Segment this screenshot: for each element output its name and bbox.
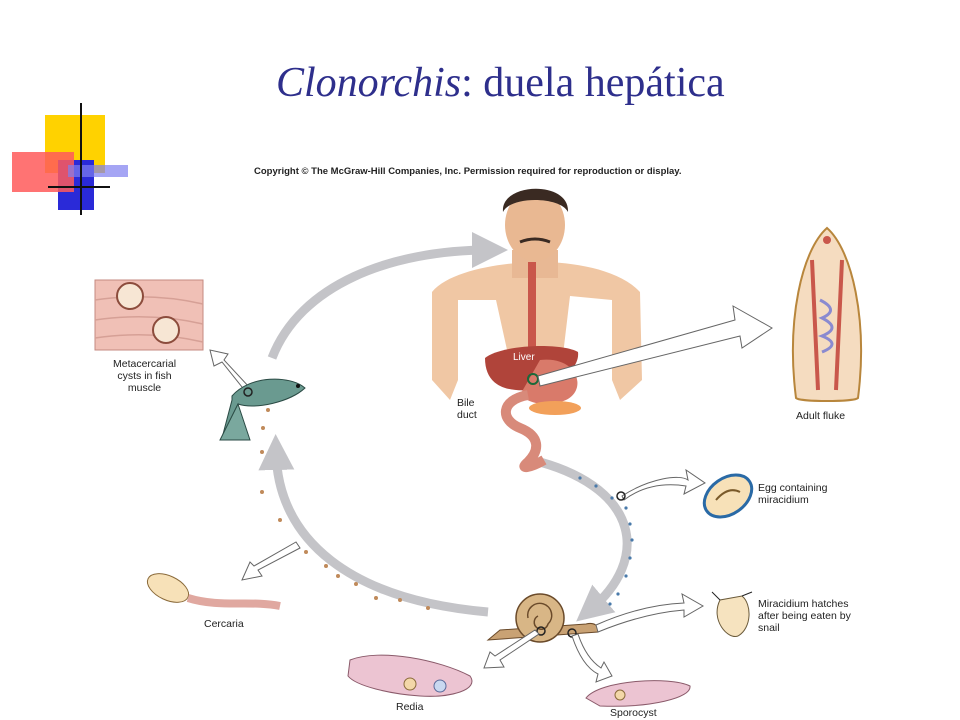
arrow-gut-to-snail bbox=[538, 457, 632, 622]
arrow-liver-to-fluke bbox=[537, 305, 773, 387]
label-metacercarial-cysts: Metacercarial cysts in fish muscle bbox=[113, 358, 177, 394]
label-miracidium: Miracidium hatches after being eaten by … bbox=[758, 598, 851, 634]
arrow-snail-to-miracidium bbox=[595, 593, 705, 633]
label-egg: Egg containing miracidium bbox=[758, 482, 828, 506]
label-cercaria: Cercaria bbox=[204, 618, 244, 630]
label-redia: Redia bbox=[396, 701, 424, 713]
fish-image bbox=[219, 378, 306, 441]
fish-muscle-image bbox=[94, 279, 204, 351]
title-italic: Clonorchis bbox=[276, 60, 462, 106]
cercaria-image bbox=[146, 573, 281, 610]
arrow-fish-to-human bbox=[267, 232, 508, 360]
decorative-squares bbox=[12, 103, 128, 215]
redia-image bbox=[347, 654, 473, 697]
egg-image bbox=[702, 473, 754, 519]
label-bile-duct: Bile duct bbox=[457, 397, 477, 421]
label-sporocyst: Sporocyst bbox=[610, 707, 657, 719]
arrow-snail-to-sporocyst bbox=[571, 633, 613, 683]
label-liver: Liver bbox=[513, 352, 535, 363]
sporocyst-image bbox=[585, 680, 691, 707]
title-rest: : duela hepática bbox=[461, 60, 725, 106]
adult-fluke-image bbox=[791, 226, 863, 402]
arrow-to-cercaria bbox=[241, 541, 301, 581]
arrow-snail-to-redia bbox=[483, 629, 540, 669]
intestine bbox=[500, 390, 547, 472]
cercariae-trail bbox=[260, 408, 430, 610]
label-adult-fluke: Adult fluke bbox=[796, 410, 846, 422]
copyright-notice: Copyright © The McGraw-Hill Companies, I… bbox=[254, 166, 682, 177]
slide-title: Clonorchis: duela hepática bbox=[276, 62, 725, 104]
human-figure bbox=[432, 188, 642, 472]
snail-image bbox=[486, 593, 599, 643]
arrow-fish-to-cysts bbox=[209, 349, 251, 393]
egg-trail bbox=[578, 476, 634, 606]
miracidium-image bbox=[711, 591, 753, 637]
arrow-snail-to-fish bbox=[258, 434, 489, 617]
arrow-to-egg bbox=[621, 468, 706, 501]
